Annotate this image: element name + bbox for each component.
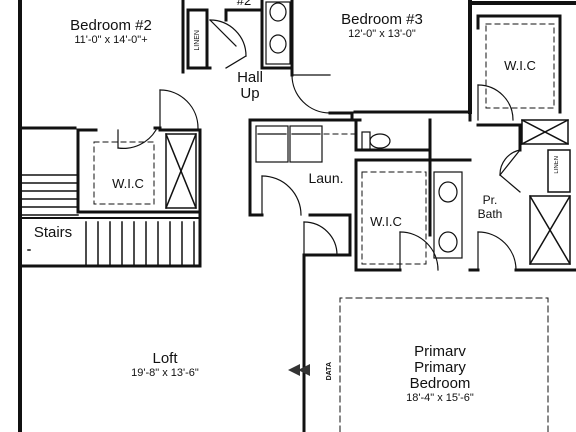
bedroom3-walls: [248, 110, 472, 122]
stairs-label: Stairs: [33, 224, 73, 241]
primary-bath-walls: [428, 110, 576, 272]
primary-bedroom-label: Primarv Primary Bedroom 18'-4" x 15'-6": [380, 344, 500, 404]
data-label: DATA: [326, 362, 333, 381]
right-wic-walls: [476, 14, 562, 114]
primary-bedroom-walls: [302, 253, 352, 432]
exterior-walls: [18, 0, 576, 432]
linen-left-label: LINEN: [194, 30, 201, 51]
hall-label: Hall Up: [228, 70, 272, 101]
primary-bath-sinks: [433, 171, 463, 259]
wic-left-label: W.I.C: [112, 176, 144, 191]
primary-wic-door: [477, 84, 514, 121]
primary-bath-door: [477, 231, 517, 271]
primary-bath-line2: Bath: [477, 207, 503, 221]
data-jack-icon: [288, 364, 310, 376]
center-wic-walls: [354, 158, 402, 272]
bath2-sinks: [265, 1, 291, 65]
laundry-door: [261, 175, 302, 216]
bath2-label: #2: [236, 0, 252, 8]
hall-line1: Hall: [237, 69, 263, 86]
bedroom2-dims: 11'-0" x 14'-0"+: [74, 34, 148, 46]
primary-bedroom-line1: Primarv: [414, 343, 466, 360]
laundry-label: Laun.: [308, 170, 344, 186]
bedroom3-dims: 12'-0" x 13'-0": [348, 28, 416, 40]
loft-dims: 19'-8" x 13'-6": [131, 367, 199, 379]
bedroom2-walls: [18, 0, 185, 130]
primary-bath-line1: Pr.: [482, 193, 498, 207]
laundry-walls: [248, 118, 352, 257]
bedroom3-label: Bedroom #3 12'-0" x 13'-0": [320, 12, 444, 40]
bedroom2-label: Bedroom #2 11'-0" x 14'-0"+: [55, 18, 167, 46]
hall-bath-walls: [186, 0, 294, 77]
loft-name: Loft: [152, 350, 178, 367]
left-shower: [165, 133, 197, 209]
bedroom3-door: [291, 74, 331, 114]
primary-bedroom-door: [303, 221, 338, 256]
washer-dryer: [255, 125, 323, 163]
primary-bedroom-line3: Bedroom: [409, 375, 471, 392]
right-closets: [520, 118, 572, 266]
wic-center-label: W.I.C: [370, 214, 402, 229]
left-wic-door: [117, 129, 157, 149]
loft-label: Loft 19'-8" x 13'-6": [110, 351, 220, 379]
primary-bedroom-line2: Primary: [414, 359, 466, 376]
stairs-lines: [19, 174, 202, 268]
center-wic-door: [399, 231, 439, 271]
primary-bath-label: Pr. Bath: [470, 194, 510, 220]
wic-right-label: W.I.C: [504, 58, 536, 73]
hall-line2: Up: [240, 85, 260, 102]
primary-bedroom-dims: 18'-4" x 15'-6": [406, 392, 474, 404]
hall-bath-door: [209, 19, 247, 69]
right-linen-door: [499, 149, 521, 193]
bedroom2-name: Bedroom #2: [70, 17, 152, 34]
bedroom3-name: Bedroom #3: [341, 11, 423, 28]
linen-right-label: LINEN: [554, 156, 560, 174]
toilet-icon: [361, 131, 391, 151]
bedroom2-door: [159, 89, 199, 129]
